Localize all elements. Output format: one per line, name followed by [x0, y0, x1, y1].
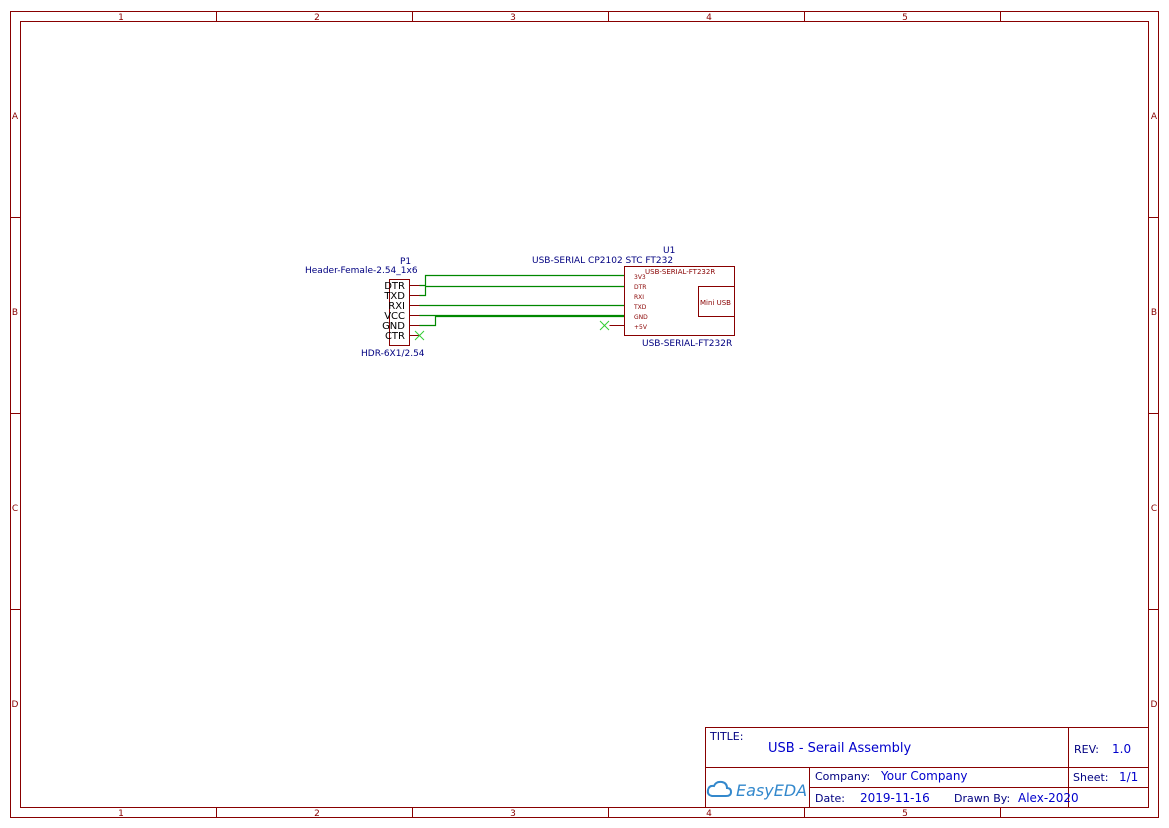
rev-value: 1.0 [1112, 742, 1131, 756]
rev-label: REV: [1074, 743, 1099, 756]
module-pin-gnd: GND [634, 314, 648, 321]
drawn-by-value: Alex-2020 [1018, 791, 1079, 805]
header-footprint: HDR-6X1/2.54 [361, 349, 425, 359]
wire-group[interactable] [419, 274, 625, 327]
no-connect-ctr [414, 330, 425, 341]
company-value: Your Company [880, 769, 968, 783]
wire-gnd [419, 315, 625, 327]
header-value: Header-Female-2.54_1x6 [305, 266, 418, 276]
module-footprint: USB-SERIAL-FT232R [642, 339, 732, 349]
date-label: Date: [815, 792, 845, 805]
zone-col-2-bottom: 2 [314, 809, 320, 819]
zone-col-5-top: 5 [902, 13, 908, 23]
zone-row-d-left: D [12, 700, 19, 710]
sheet-label: Sheet: [1073, 771, 1109, 784]
mini-usb-label: Mini USB [700, 299, 731, 307]
easyeda-logo: EasyEDA [706, 780, 807, 800]
title-label: TITLE: [709, 730, 743, 743]
header-body [389, 279, 410, 346]
header-pin-vcc: VCC [384, 311, 405, 322]
no-connect-5v [599, 320, 610, 331]
title-value: USB - Serail Assembly [768, 741, 912, 756]
header-refdes: P1 [400, 257, 411, 267]
mini-usb-port [698, 286, 735, 317]
date-value: 2019-11-16 [860, 791, 930, 805]
module-pin-3v3: 3V3 [634, 274, 646, 281]
zone-col-5-bottom: 5 [902, 809, 908, 819]
module-pin-txd: TXD [633, 304, 647, 311]
module-pin-rxi: RXI [634, 294, 644, 301]
zone-col-1-top: 1 [118, 13, 124, 23]
zone-row-c-left: C [12, 504, 18, 514]
header-pin-txd: TXD [383, 291, 405, 302]
title-block: TITLE: USB - Serail Assembly REV: 1.0 Co… [705, 727, 1149, 808]
outer-frame [10, 11, 1159, 818]
header-p1[interactable]: P1 Header-Female-2.54_1x6 DTR TXD RXI VC… [305, 257, 425, 359]
module-u1[interactable]: U1 USB-SERIAL CP2102 STC FT232 USB-SERIA… [532, 246, 735, 349]
sheet-value: 1/1 [1119, 770, 1138, 784]
cloud-icon [706, 780, 733, 797]
logo-text: EasyEDA [736, 781, 807, 800]
module-refdes: U1 [663, 246, 675, 256]
header-pin-gnd: GND [382, 321, 405, 332]
zone-row-b-left: B [12, 308, 18, 318]
header-pin-rxi: RXI [388, 301, 405, 312]
header-pin-ctr: CTR [385, 331, 405, 342]
wire-txd-dtr [419, 285, 625, 297]
zone-row-a-left: A [12, 112, 19, 122]
drawn-by-label: Drawn By: [954, 792, 1010, 805]
zone-col-4-bottom: 4 [706, 809, 712, 819]
module-pin-5v: +5V [634, 324, 648, 331]
zone-row-b-right: B [1151, 308, 1157, 318]
zone-col-3-bottom: 3 [510, 809, 516, 819]
zone-row-d-right: D [1151, 700, 1158, 710]
module-value: USB-SERIAL CP2102 STC FT232 [532, 256, 673, 266]
zone-row-c-right: C [1151, 504, 1157, 514]
module-pin-dtr: DTR [634, 284, 646, 291]
zone-col-1-bottom: 1 [118, 809, 124, 819]
header-pin-dtr: DTR [384, 281, 405, 292]
zone-col-4-top: 4 [706, 13, 712, 23]
company-label: Company: [815, 770, 870, 783]
zone-dividers [10, 11, 1159, 818]
zone-col-2-top: 2 [314, 13, 320, 23]
wire-dtr-3v3 [419, 274, 625, 287]
zone-row-a-right: A [1151, 112, 1158, 122]
zone-col-3-top: 3 [510, 13, 516, 23]
inner-frame [20, 21, 1149, 808]
module-inner-name: USB-SERIAL-FT232R [645, 268, 715, 276]
